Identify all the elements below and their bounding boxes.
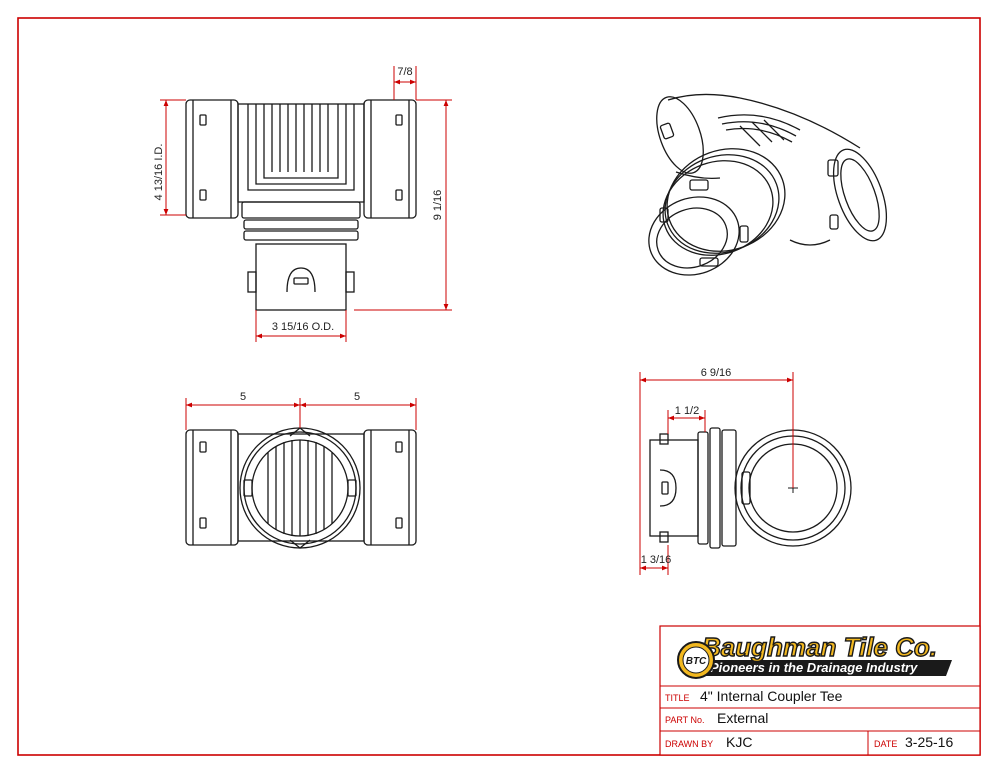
front-view <box>185 99 417 311</box>
front-dim-inner-diameter: 4 13/16 I.D. <box>153 144 165 201</box>
part-number-value: External <box>717 710 768 726</box>
date-value: 3-25-16 <box>905 734 953 750</box>
side-dim-overall: 6 9/16 <box>701 367 732 379</box>
front-dim-height: 9 1/16 <box>432 190 444 221</box>
front-dim-outer-diameter: 3 15/16 O.D. <box>272 321 334 333</box>
isometric-view <box>648 93 888 276</box>
drawn-by-value: KJC <box>726 734 752 750</box>
company-badge: BTC <box>686 656 707 667</box>
top-dim-right: 5 <box>354 391 360 403</box>
company-name: Baughman Tile Co. <box>702 632 937 662</box>
sheet-border <box>17 17 981 756</box>
drawn-by-label: DRAWN BY <box>665 739 713 749</box>
side-dim-spigot: 1 1/2 <box>675 405 699 417</box>
title-label: TITLE <box>665 693 690 703</box>
company-tagline: Pioneers in the Drainage Industry <box>710 660 918 675</box>
company-logo: Baughman Tile Co. Pioneers in the Draina… <box>677 631 952 679</box>
front-view-dimensions <box>160 66 452 342</box>
side-view-dimensions <box>639 372 794 575</box>
date-label: DATE <box>874 739 897 749</box>
side-view <box>649 427 852 549</box>
part-number-label: PART No. <box>665 715 705 725</box>
top-view-dimensions <box>185 398 417 430</box>
title-block <box>659 625 981 756</box>
front-dim-bell-length: 7/8 <box>397 66 412 78</box>
top-dim-left: 5 <box>240 391 246 403</box>
top-view <box>185 427 417 549</box>
title-value: 4" Internal Coupler Tee <box>700 688 843 704</box>
side-dim-lip: 1 3/16 <box>641 554 672 566</box>
